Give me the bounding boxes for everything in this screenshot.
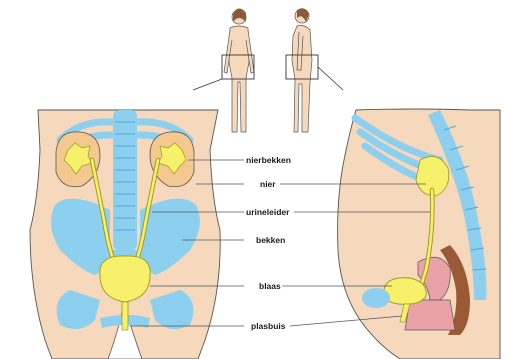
label-text-plasbuis: plasbuis [251,321,286,331]
label-text-nier: nier [260,179,276,189]
label-text-blaas: blaas [259,281,281,291]
front-view-figure [224,9,254,133]
side-view-figure [292,8,312,132]
front-spine [113,110,137,250]
label-text-bekken: bekken [256,235,285,245]
side-view-zoom-line [318,67,343,90]
side-pubic-bone [362,288,390,308]
front-view-zoom-line [193,79,222,90]
label-text-nierbekken: nierbekken [246,155,291,165]
label-text-urineleider: urineleider [246,207,290,217]
